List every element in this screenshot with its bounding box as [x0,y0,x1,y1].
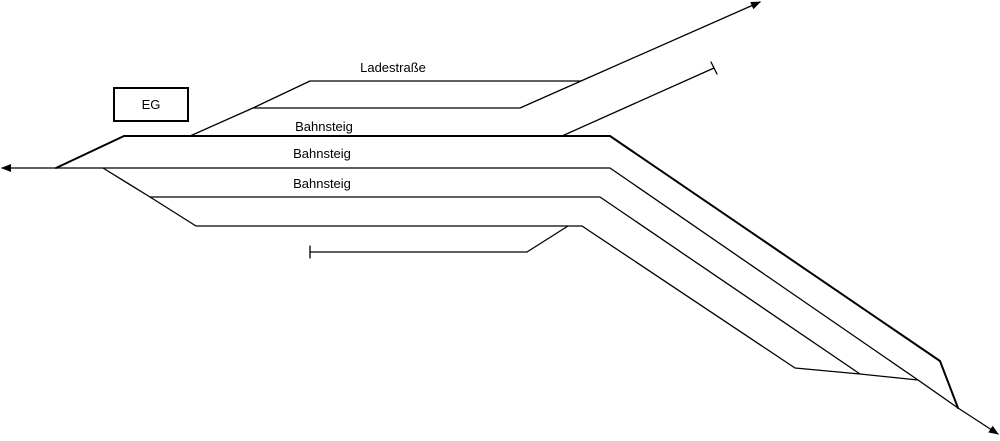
loading-road-edge [252,80,582,109]
platform-track-2 [55,167,959,409]
lower-stub-siding [309,225,569,253]
platform-3-label: Bahnsteig [293,176,351,191]
upper-loading-track [189,1,761,137]
main-track-upper [55,135,959,409]
station-building-label: EG [142,97,161,112]
main-line-southeast [957,407,999,435]
station-building-box [113,87,189,122]
platform-2-label: Bahnsteig [293,146,351,161]
upper-buffer-stop [710,61,718,75]
lower-siding-track [149,196,861,375]
platform-track-3 [102,167,919,381]
platform-1-label: Bahnsteig [295,119,353,134]
loading-road-label: Ladestraße [360,60,426,75]
upper-stub-siding [561,67,715,137]
